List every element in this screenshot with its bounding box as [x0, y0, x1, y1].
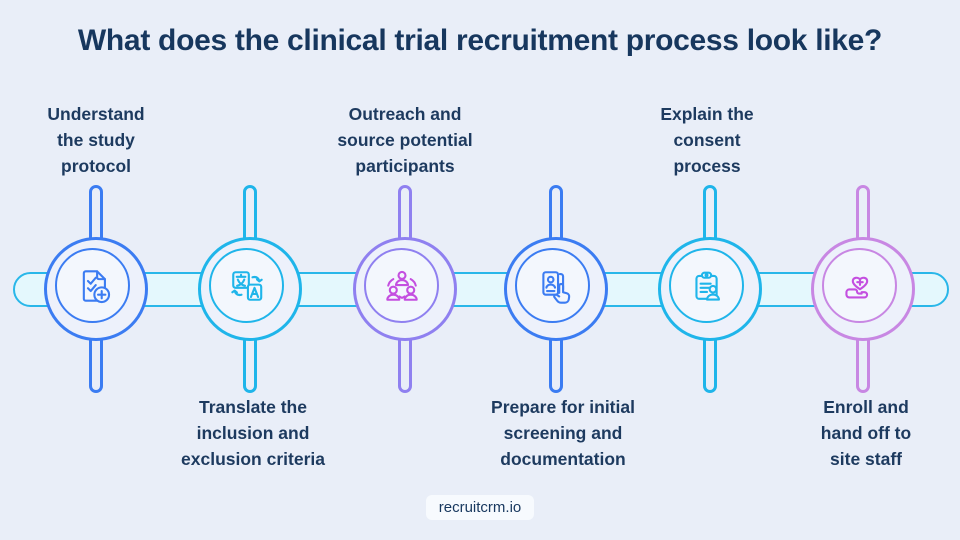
page-title: What does the clinical trial recruitment… — [77, 24, 883, 57]
node-inner-circle — [364, 248, 439, 323]
id-card-hand-icon — [541, 270, 570, 304]
timeline-node-1 — [44, 185, 148, 393]
footer: recruitcrm.io — [0, 495, 960, 520]
node-inner-circle — [209, 248, 284, 323]
step-label-3: Outreach and source potential participan… — [337, 104, 473, 176]
node-inner-circle — [669, 248, 744, 323]
people-network-icon — [385, 270, 418, 301]
timeline-node-3 — [353, 185, 457, 393]
document-check-plus-icon — [82, 269, 110, 303]
timeline-band — [13, 272, 949, 307]
step-label-4: Prepare for initial screening and docume… — [491, 397, 635, 469]
step-label-1: Understand the study protocol — [47, 104, 145, 176]
hand-heart-icon — [844, 276, 868, 299]
timeline-node-5 — [658, 185, 762, 393]
step-label-2: Translate the inclusion and exclusion cr… — [181, 397, 325, 469]
node-inner-circle — [515, 248, 590, 323]
node-inner-circle — [55, 248, 130, 323]
timeline-node-4 — [504, 185, 608, 393]
clipboard-person-icon — [694, 271, 720, 301]
brand-link: recruitcrm.io — [425, 495, 535, 520]
timeline-node-6 — [811, 185, 915, 393]
step-label-6: Enroll and hand off to site staff — [820, 397, 912, 469]
node-inner-circle — [822, 248, 897, 323]
step-label-5: Explain the consent process — [660, 104, 754, 176]
timeline-node-2 — [198, 185, 302, 393]
translate-icon — [230, 270, 263, 301]
